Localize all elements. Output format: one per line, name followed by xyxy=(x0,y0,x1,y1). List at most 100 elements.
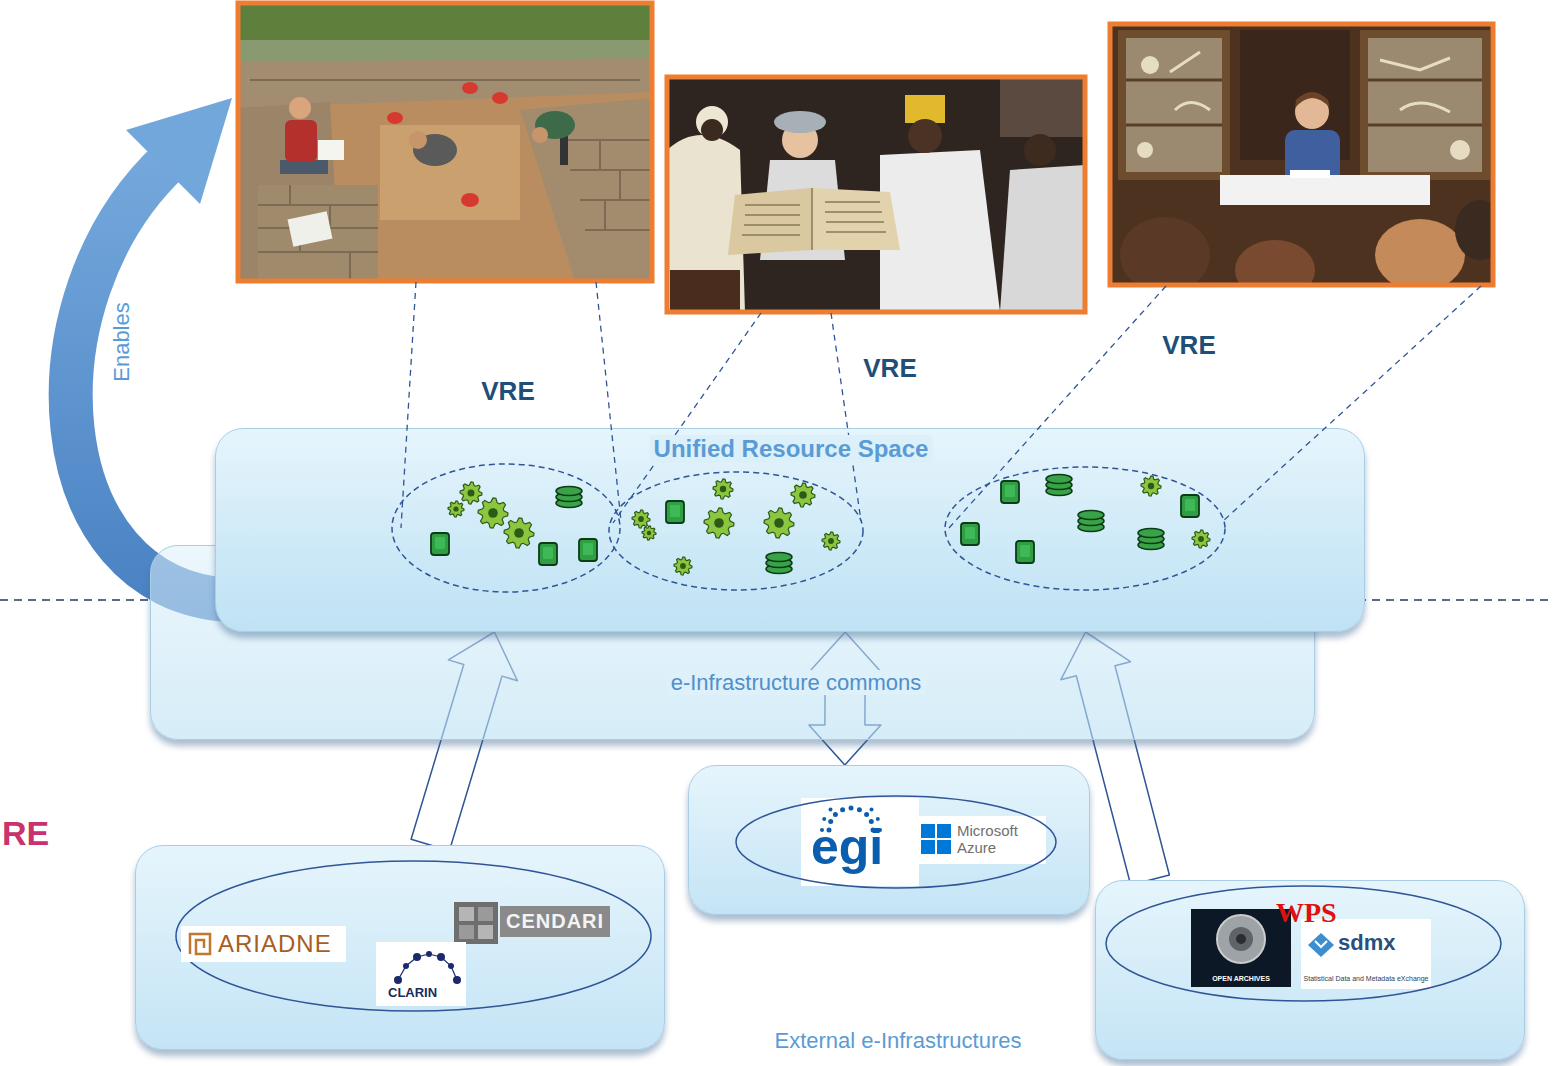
leader-line xyxy=(831,313,861,521)
logo-group xyxy=(1315,941,1327,947)
leader-line xyxy=(401,282,416,528)
gear-icon xyxy=(791,483,815,507)
logo-group xyxy=(1106,886,1501,1001)
gear-icon xyxy=(764,508,794,538)
gear-icon xyxy=(713,479,733,499)
manuscript-photo xyxy=(908,119,942,153)
excavation-photo xyxy=(238,3,652,281)
excavation-photo xyxy=(289,97,311,119)
logo-group xyxy=(1308,933,1334,957)
logo-group xyxy=(478,925,493,939)
gear-icon xyxy=(1198,536,1204,542)
excavation-photo xyxy=(318,140,344,160)
museum-photo xyxy=(1110,24,1493,285)
manuscript-photo xyxy=(880,150,1000,312)
database-icon xyxy=(1078,511,1104,520)
gear-icon xyxy=(504,518,534,548)
logo-group xyxy=(801,798,919,886)
enables-arrow xyxy=(71,160,230,600)
logo-group xyxy=(689,766,1091,916)
logo-group xyxy=(937,840,951,854)
logo-group xyxy=(857,807,862,812)
logo-group xyxy=(829,808,833,812)
band-title: Unified Resource Space xyxy=(650,435,933,463)
manuscript-photo xyxy=(728,188,812,255)
gear-icon xyxy=(1141,476,1161,496)
gear-icon xyxy=(1192,530,1210,548)
museum-photo xyxy=(1220,175,1430,205)
excavation-photo xyxy=(462,82,478,94)
infrastructure-box: WPSOPEN ARCHIVESsdmxStatistical Data and… xyxy=(1095,880,1525,1060)
document-icon xyxy=(1185,499,1195,511)
logo-group xyxy=(876,817,880,821)
excavation-photo xyxy=(380,125,520,220)
logo-text: sdmx xyxy=(1338,931,1395,955)
document-icon xyxy=(1181,495,1199,517)
museum-photo xyxy=(1295,92,1330,108)
excavation-photo xyxy=(288,211,333,247)
excavation-photo xyxy=(285,120,317,162)
vre-outline xyxy=(945,467,1225,590)
logo-group xyxy=(376,942,466,1006)
gear-icon xyxy=(642,526,656,540)
logo-group xyxy=(864,812,869,817)
gear-icon xyxy=(460,482,482,504)
gear-icon xyxy=(822,532,840,550)
database-icon xyxy=(1138,529,1164,550)
gear-icon xyxy=(460,482,482,504)
logo-group xyxy=(437,953,445,961)
logo-text: OPEN ARCHIVES xyxy=(1212,975,1270,982)
gear-icon xyxy=(1141,476,1161,496)
excavation-photo xyxy=(387,112,403,124)
gear-icon xyxy=(468,490,475,497)
document-icon xyxy=(1016,541,1034,563)
gear-icon xyxy=(448,501,464,517)
document-icon xyxy=(1016,541,1034,563)
logo-fragment: RE xyxy=(2,814,49,853)
logo-group xyxy=(136,846,666,1051)
vre-outline xyxy=(391,463,621,593)
vre-label: VRE xyxy=(863,354,916,384)
excavation-photo xyxy=(461,193,479,207)
logo-group xyxy=(736,796,1056,888)
document-icon xyxy=(666,501,684,523)
logo-group xyxy=(1236,934,1246,944)
museum-photo xyxy=(1110,24,1493,285)
manuscript-photo xyxy=(667,77,1085,312)
excavation-photo xyxy=(280,160,328,174)
manuscript-photo xyxy=(1024,134,1056,166)
database-icon xyxy=(556,487,582,508)
logo-group xyxy=(840,807,845,812)
gear-icon xyxy=(704,508,734,538)
logo-group xyxy=(478,907,493,921)
document-icon xyxy=(435,537,445,549)
vre-outline xyxy=(609,472,863,590)
gear-icon xyxy=(822,532,840,550)
database-icon xyxy=(1078,511,1104,532)
gear-icon xyxy=(799,491,807,499)
infrastructure-box: ARIADNECENDARICLARIN xyxy=(135,845,665,1050)
leader-line xyxy=(949,286,1166,528)
logo-group xyxy=(176,861,651,1011)
document-icon xyxy=(539,543,557,565)
enables-arrow xyxy=(71,98,232,600)
excavation-photo xyxy=(250,80,652,281)
museum-photo xyxy=(1118,30,1230,180)
excavation-photo xyxy=(492,92,508,104)
document-icon xyxy=(579,539,597,561)
band-title: e-Infrastructure commons xyxy=(667,670,926,695)
vre-ellipse: VRE xyxy=(391,463,621,593)
document-icon xyxy=(961,523,979,545)
leader-line xyxy=(1223,286,1481,521)
gear-icon xyxy=(720,486,726,492)
excavation-photo xyxy=(238,3,652,281)
logo-group xyxy=(459,925,474,939)
manuscript-photo xyxy=(774,111,826,133)
excavation-photo xyxy=(532,127,548,143)
document-icon xyxy=(1020,545,1030,557)
museum-photo xyxy=(1368,38,1482,172)
gear-icon xyxy=(1148,483,1154,489)
vre-ellipse: VRE xyxy=(944,466,1226,591)
logo-group xyxy=(937,824,951,838)
